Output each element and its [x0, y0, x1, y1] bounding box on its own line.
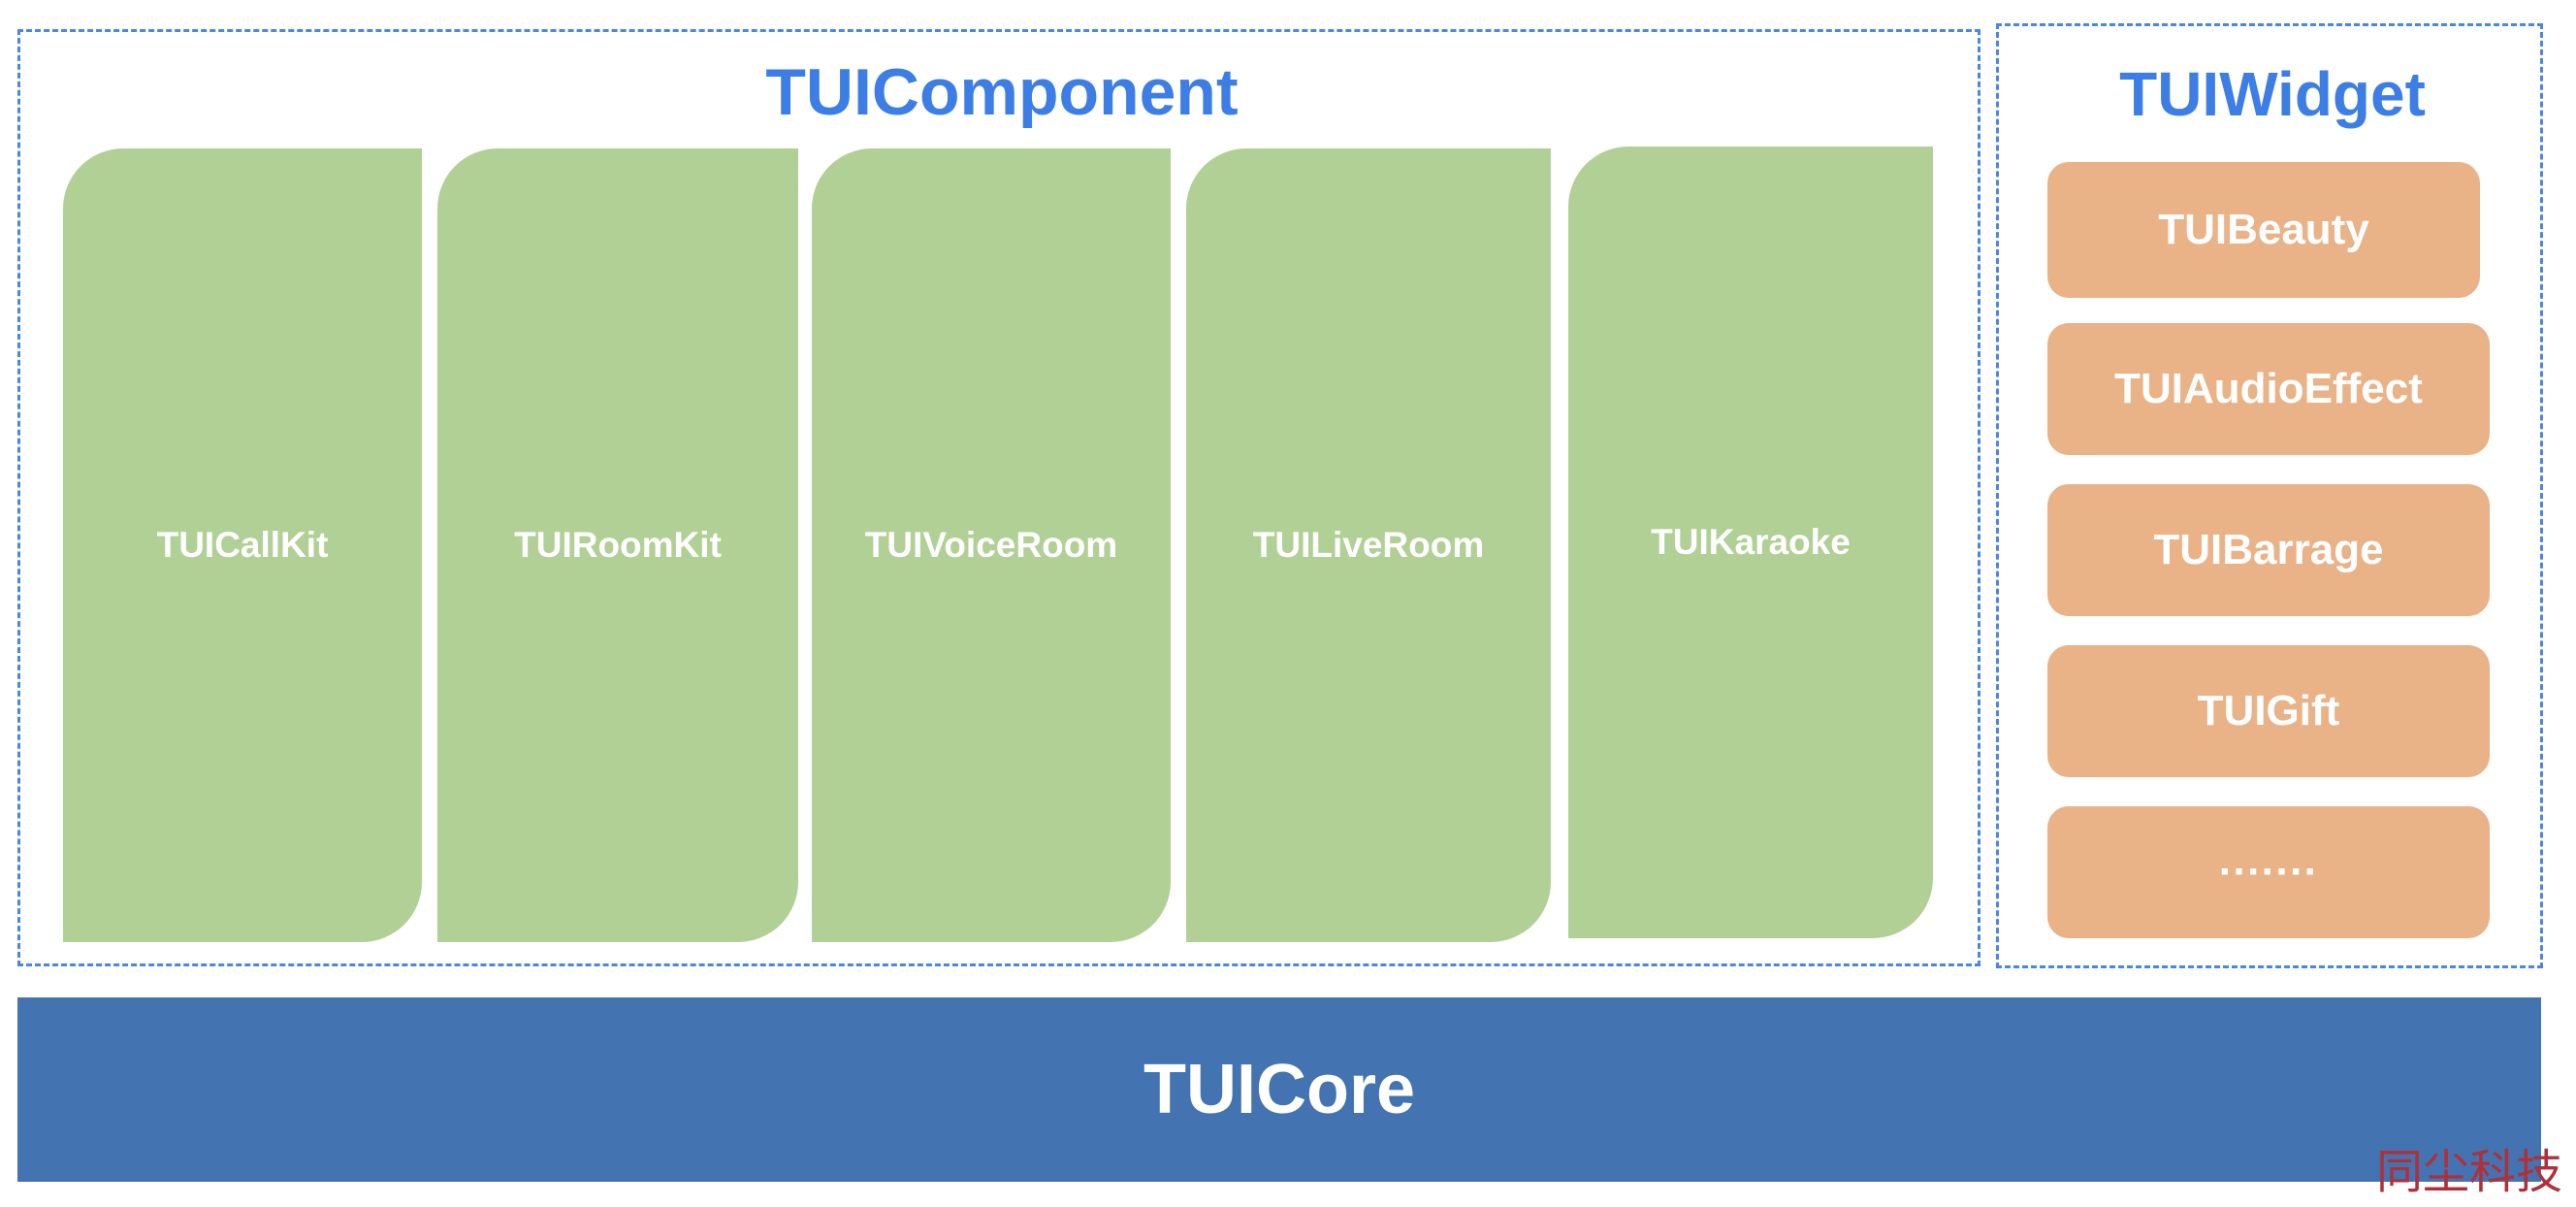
- widget-tuigift: TUIGift: [2047, 645, 2490, 777]
- tuicore-label: TUICore: [1143, 1051, 1416, 1128]
- component-card-tuiroomkit: TUIRoomKit: [437, 148, 798, 942]
- component-label: TUICallKit: [156, 525, 329, 565]
- component-label: TUILiveRoom: [1252, 525, 1485, 565]
- widget-label: TUIGift: [2197, 687, 2340, 734]
- tuiwidget-group: TUIWidget TUIBeauty TUIAudioEffect TUIBa…: [1996, 23, 2543, 968]
- component-label: TUIVoiceRoom: [864, 525, 1118, 565]
- widget-label: TUIBeauty: [2158, 206, 2369, 253]
- widget-tuiaudioeffect: TUIAudioEffect: [2047, 323, 2490, 455]
- tuicomponent-group: TUIComponent TUICallKit TUIRoomKit TUIVo…: [17, 29, 1980, 966]
- component-card-tuicallkit: TUICallKit: [63, 148, 422, 942]
- widget-label: ·······: [2218, 848, 2319, 896]
- component-card-tuikaraoke: TUIKaraoke: [1568, 147, 1933, 938]
- tuicomponent-title: TUIComponent: [765, 55, 1239, 129]
- tuiwidget-title: TUIWidget: [2119, 59, 2426, 129]
- widget-tuibarrage: TUIBarrage: [2047, 484, 2490, 616]
- watermark-text: 同尘科技: [2375, 1145, 2562, 1199]
- component-label: TUIRoomKit: [514, 525, 722, 565]
- tuicore-bar: TUICore: [17, 997, 2541, 1182]
- widget-label: TUIBarrage: [2153, 526, 2384, 573]
- widget-label: TUIAudioEffect: [2114, 365, 2423, 412]
- component-card-tuiliveroom: TUILiveRoom: [1186, 148, 1551, 942]
- widget-tuibeauty: TUIBeauty: [2047, 162, 2480, 298]
- widget-more: ·······: [2047, 806, 2490, 938]
- component-card-tuivoiceroom: TUIVoiceRoom: [812, 148, 1171, 942]
- component-label: TUIKaraoke: [1651, 522, 1851, 562]
